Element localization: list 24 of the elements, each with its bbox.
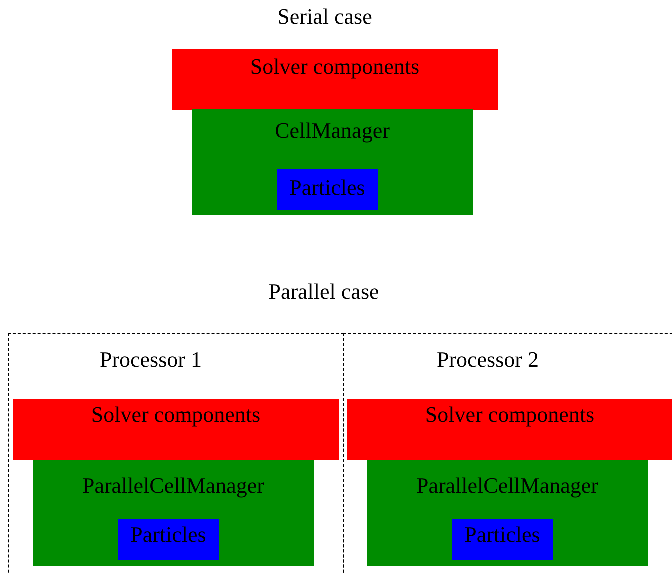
section-heading: Parallel case [268, 279, 380, 304]
block-label: Solver components [425, 402, 595, 427]
block-label: Solver components [250, 54, 420, 79]
block-label: ParallelCellManager [416, 473, 599, 498]
processor-region [8, 333, 344, 573]
particles-block [118, 519, 219, 560]
cell-manager-block [33, 460, 314, 566]
region-heading: Processor 1 [100, 347, 202, 372]
solver-components-block [347, 399, 672, 460]
solver-components-block [13, 399, 339, 460]
particles-block [452, 519, 553, 560]
particles-block [277, 169, 378, 210]
block-label: Particles [464, 522, 540, 547]
region-heading: Processor 2 [436, 347, 540, 372]
block-label: ParallelCellManager [82, 473, 265, 498]
title: Serial case [278, 4, 372, 29]
block-label: Solver components [91, 402, 261, 427]
solver-components-block [172, 49, 498, 110]
cell-manager-block [192, 109, 473, 215]
block-label: Particles [290, 175, 366, 200]
block-label: CellManager [275, 118, 390, 143]
cell-manager-block [367, 460, 648, 566]
block-label: Particles [130, 522, 206, 547]
processor-region [343, 333, 672, 573]
